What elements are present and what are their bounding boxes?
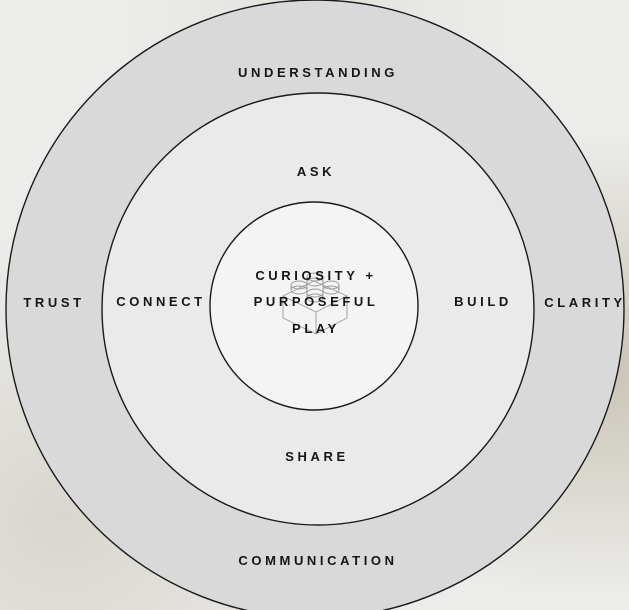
label-connect: CONNECT — [116, 294, 205, 309]
label-trust: TRUST — [23, 295, 84, 310]
label-clarity: CLARITY — [544, 295, 626, 310]
label-ask: ASK — [297, 164, 335, 179]
label-build: BUILD — [454, 294, 512, 309]
label-communication: COMMUNICATION — [238, 553, 397, 568]
label-share: SHARE — [285, 449, 349, 464]
label-understanding: UNDERSTANDING — [238, 65, 398, 80]
center-label-line1: CURIOSITY + — [255, 268, 376, 283]
lego-brick-icon — [281, 272, 349, 335]
center-label-line2: PURPOSEFUL — [254, 294, 379, 309]
inner-circle — [209, 201, 419, 411]
center-label-line3: PLAY — [292, 321, 340, 336]
